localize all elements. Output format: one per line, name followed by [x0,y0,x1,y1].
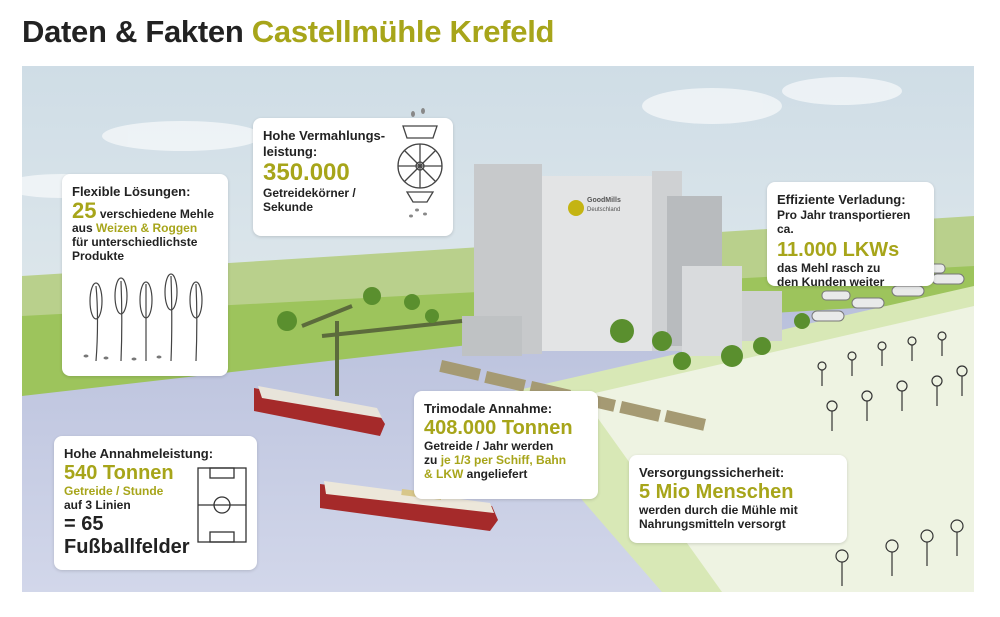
versorgung-line1: werden durch die Mühle mit [639,503,798,517]
flexible-number: 25 [72,198,97,223]
scene-illustration: GoodMills Deutschland [22,66,974,592]
versorgung-line2: Nahrungsmitteln versorgt [639,517,786,531]
card-trimodal-intake: Trimodale Annahme: 408.000 Tonnen Getrei… [414,391,598,499]
annahme-heading: Trimodale Annahme: [424,401,553,416]
verladung-line3: den Kunden weiter [777,275,885,289]
mill-scene: GoodMills Deutschland [22,66,974,592]
title-main: Daten & Fakten [22,14,244,49]
flexible-highlight: Weizen & Roggen [96,221,198,235]
annahme-highlight2: & LKW [424,467,464,481]
title-accent: Castellmühle Krefeld [251,14,555,49]
annahme-line3: angeliefert [466,467,528,481]
vermahlung-heading1: Hohe Vermahlungs- [263,128,386,143]
vermahlung-line1: Getreidekörner / [263,186,356,200]
annahmeleistung-equals: = 65 [64,513,104,535]
annahme-zu: zu [424,453,438,467]
mill-wheel-icon [397,108,443,218]
flexible-aus: aus [72,221,93,235]
annahmeleistung-line1: Getreide / Stunde [64,484,164,498]
annahmeleistung-heading: Hohe Annahmeleistung: [64,446,214,461]
flexible-line1: verschiedene Mehle [99,207,214,221]
verladung-line1: Pro Jahr transportieren ca. [777,208,911,236]
vermahlung-number: 350.000 [263,159,350,186]
card-efficient-loading: Effiziente Verladung: Pro Jahr transport… [767,182,934,289]
annahme-line3-row: & LKW angeliefert [424,467,588,481]
mill-logo-line1: GoodMills [587,197,621,204]
annahme-line1: Getreide / Jahr werden [424,439,554,453]
flexible-line1-row: 25 verschiedene Mehle [72,200,218,222]
verladung-heading: Effiziente Verladung: [777,192,906,207]
annahme-number: 408.000 Tonnen [424,417,573,439]
versorgung-number: 5 Mio Menschen [639,481,794,503]
page-title: Daten & Fakten Castellmühle Krefeld [22,14,554,50]
verladung-number: 11.000 LKWs [777,239,900,261]
versorgung-heading: Versorgungssicherheit: [639,465,785,480]
annahme-line2-row: zu je 1/3 per Schiff, Bahn [424,453,588,467]
vermahlung-line2: Sekunde [263,200,314,214]
annahmeleistung-line3: Fußballfelder [64,536,190,558]
annahmeleistung-line2: auf 3 Linien [64,498,131,512]
vermahlung-heading2: leistung: [263,144,318,159]
flexible-line2-row: aus Weizen & Roggen [72,221,218,235]
annahmeleistung-number: 540 Tonnen [64,462,174,484]
football-field-icon [197,467,247,543]
mill-logo-line2: Deutschland [587,207,620,213]
card-supply-security: Versorgungssicherheit: 5 Mio Menschen we… [629,455,847,543]
card-flexible-solutions: Flexible Lösungen: 25 verschiedene Mehle… [62,174,228,376]
flexible-line4: Produkte [72,249,125,263]
flexible-line3: für unterschiedlichste [72,235,198,249]
wheat-icon [83,273,203,362]
card-intake-capacity: Hohe Annahmeleistung: 540 Tonnen Getreid… [54,436,257,570]
card-milling-capacity: Hohe Vermahlungs- leistung: 350.000 Getr… [253,108,453,236]
flexible-heading: Flexible Lösungen: [72,184,191,199]
verladung-line2: das Mehl rasch zu [777,261,881,275]
annahme-highlight1: je 1/3 per Schiff, Bahn [440,453,567,467]
